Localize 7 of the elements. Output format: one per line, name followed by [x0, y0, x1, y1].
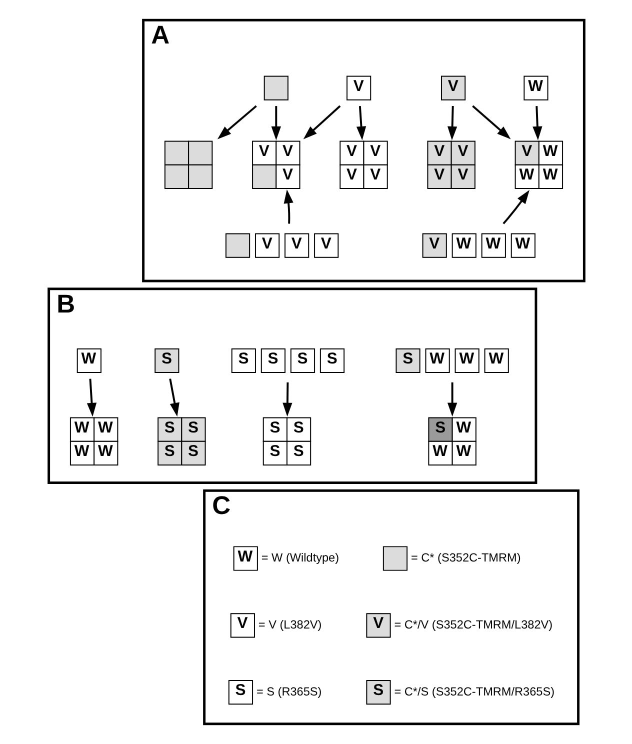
node-text: V V V [258, 142, 293, 184]
node-label: = W (Wildtype) [260, 550, 339, 565]
node-label: = C*/S (S352C-TMRM/R365S) [394, 684, 554, 698]
node-label: = S (R365S) [256, 684, 322, 698]
node-label: = V (L382V) [258, 617, 322, 632]
node-label: = C* (S352C-TMRM) [410, 550, 520, 565]
node-label: = C*/V (S352C-TMRM/L382V) [394, 617, 552, 632]
